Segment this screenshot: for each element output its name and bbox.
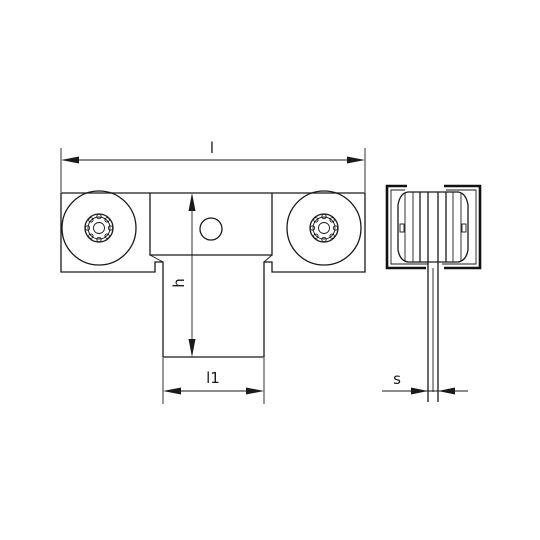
dimension-label-height: h [170,278,188,288]
dimension-length-1: l1 [162,358,265,404]
front-view [60,190,366,358]
side-view [385,184,482,402]
center-bolt-hole [199,217,223,241]
left-wheel [61,190,137,266]
side-wheel-profile [397,191,469,263]
dimension-label-thickness: s [393,370,401,388]
dimension-label-length-1: l1 [206,369,220,387]
center-block [149,193,273,256]
dimension-length: l [60,139,366,192]
dimension-label-length: l [210,139,214,157]
left-bearing-balls [84,213,114,243]
dimension-thickness: s [382,370,468,395]
housing-outline [60,192,366,358]
right-wheel [286,190,362,266]
right-bearing-balls [309,213,339,243]
dimension-height: h [170,193,196,357]
